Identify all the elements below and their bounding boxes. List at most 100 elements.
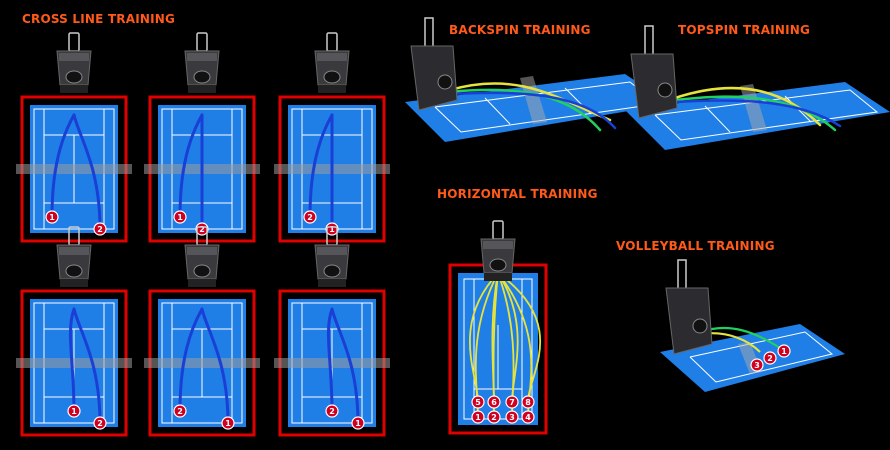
marker-label: 8 [525,398,531,407]
marker-label: 1 [225,419,231,428]
landing-marker: 2 [487,410,501,424]
machine-base [318,279,346,287]
landing-marker: 3 [505,410,519,424]
marker-label: 2 [491,413,497,422]
net [740,84,767,132]
ball-machine [56,32,92,93]
title-backspin: BACKSPIN TRAINING [449,23,591,37]
title-horizontal: HORIZONTAL TRAINING [437,187,598,201]
marker-circle [505,395,519,409]
landing-marker: 4 [521,410,535,424]
marker-label: 3 [754,361,760,370]
marker-circle [471,410,485,424]
landing-marker: 1 [325,222,339,236]
trajectory [326,307,334,413]
machine-base [188,279,216,287]
net [16,164,132,174]
marker-circle [487,410,501,424]
machine-body [630,53,678,119]
marker-circle [521,410,535,424]
machine-rim [187,53,217,61]
machine-base [188,85,216,93]
net [144,358,260,368]
marker-circle [221,416,235,430]
landing-marker: 7 [505,395,519,409]
marker-label: 2 [329,407,335,416]
landing-marker: 2 [763,351,777,365]
marker-label: 2 [97,419,103,428]
marker-label: 1 [329,225,335,234]
machine-rim [187,247,217,255]
landing-marker: 1 [67,404,81,418]
cross-line-court: 12 [16,32,132,243]
landing-marker: 2 [325,404,339,418]
marker-circle [93,416,107,430]
marker-circle [93,222,107,236]
marker-label: 2 [307,213,313,222]
cross-line-court: 12 [16,226,132,437]
machine-handle [677,259,687,291]
net [274,358,390,368]
marker-circle [487,395,501,409]
machine-base [60,85,88,93]
machine-launcher [692,318,708,334]
machine-handle [644,25,654,57]
machine-rim [59,247,89,255]
marker-circle [750,358,764,372]
court-lines [654,89,879,141]
marker-label: 1 [781,347,787,356]
trajectory [448,82,612,122]
trajectory [330,307,360,425]
marker-label: 1 [49,213,55,222]
machine-rim [317,53,347,61]
trajectory [673,99,842,128]
marker-label: 2 [177,407,183,416]
landing-marker: 1 [351,416,365,430]
landing-marker: 2 [303,210,317,224]
marker-circle [325,222,339,236]
marker-circle [763,351,777,365]
machine-launcher [489,258,507,272]
marker-circle [173,404,187,418]
landing-marker: 2 [93,416,107,430]
machine-launcher [323,70,341,84]
marker-circle [521,395,535,409]
marker-label: 2 [199,225,205,234]
cross-line-court: 21 [274,226,390,437]
machine-base [318,85,346,93]
marker-circle [505,410,519,424]
trajectory [72,113,102,231]
landing-marker: 1 [471,410,485,424]
trajectory [673,86,822,127]
trajectory [72,307,102,425]
marker-circle [471,395,485,409]
marker-label: 1 [71,407,77,416]
trajectory [200,307,230,425]
marker-label: 1 [355,419,361,428]
marker-label: 7 [509,398,515,407]
backspin-court [405,17,670,142]
title-topspin: TOPSPIN TRAINING [678,23,811,37]
topspin-court [625,25,890,150]
machine-rim [59,53,89,61]
landing-marker: 1 [221,416,235,430]
ball-machine [665,259,713,355]
marker-label: 4 [525,413,531,422]
landing-marker: 1 [173,210,187,224]
ball-machine [314,32,350,93]
court-line [484,97,511,125]
cross-line-court: 21 [144,226,260,437]
marker-label: 1 [475,413,481,422]
landing-marker: 3 [750,358,764,372]
cross-line-court: 12 [144,32,260,243]
cross-line-court: 21 [274,32,390,243]
landing-marker: 6 [487,395,501,409]
ball-machine [480,220,516,281]
machine-launcher [193,264,211,278]
marker-label: 3 [509,413,515,422]
marker-circle [325,404,339,418]
marker-label: 2 [767,354,773,363]
